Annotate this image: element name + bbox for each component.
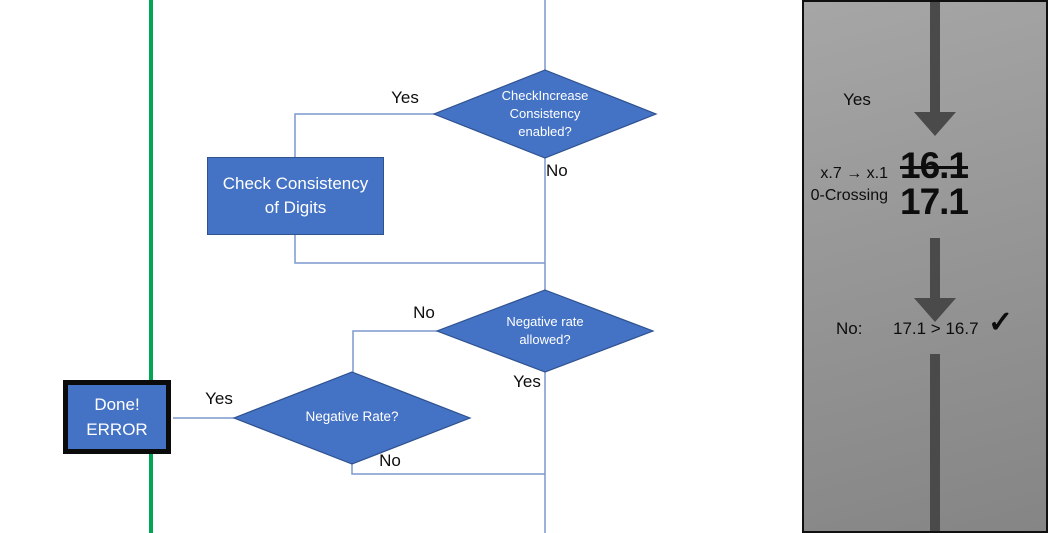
diamond-text-line: Negative rate (506, 314, 584, 329)
edge-label-yes-mid: Yes (513, 372, 541, 391)
check-increase-diamond (432, 69, 658, 159)
new-value: 17.1 (900, 181, 969, 222)
connector-no-return (351, 464, 545, 475)
old-value-strikethrough: 16.1 (900, 145, 969, 186)
negative-rate-allowed-diamond (435, 289, 655, 373)
connector-no-branch (352, 330, 437, 372)
diamond-text-line: Negative Rate? (305, 409, 399, 424)
connector-box-return (294, 235, 545, 264)
box-text-line: ERROR (86, 420, 148, 439)
result-expression: 17.1 > 16.7 (893, 319, 979, 338)
edge-label-yes-top: Yes (391, 88, 419, 107)
check-consistency-box: Check Consistency of Digits (207, 157, 384, 235)
value-comparison: 16.1 17.1 (900, 145, 969, 222)
edge-label-no-top: No (546, 161, 568, 180)
arrow-down-icon (930, 354, 940, 531)
crossing-annotation: x.7 → x.1 0-Crossing (804, 163, 888, 207)
connector-yes-branch (294, 113, 435, 157)
green-divider-line (149, 0, 153, 533)
side-annotation-panel: Yes x.7 → x.1 0-Crossing 16.1 17.1 No: 1… (802, 0, 1048, 533)
arrow-down-icon (930, 238, 940, 298)
diamond-text-line: allowed? (519, 332, 571, 347)
checkmark-icon: ✓ (988, 306, 1014, 339)
crossing-line: x.7 → x.1 (820, 165, 888, 182)
box-text-line: Check Consistency (222, 174, 369, 193)
crossing-line: 0-Crossing (810, 187, 888, 204)
diamond-text-line: CheckIncrease (501, 88, 589, 103)
edge-label-no-mid: No (413, 303, 435, 322)
diamond-text-line: enabled? (518, 124, 572, 139)
check-increase-diamond-text: CheckIncrease Consistency enabled? (455, 86, 635, 142)
box-text-line: Done! (94, 395, 140, 414)
done-error-box: Done! ERROR (63, 380, 171, 454)
negative-rate-diamond (232, 371, 472, 465)
box-text-line: of Digits (264, 198, 327, 217)
arrow-down-icon (930, 2, 940, 112)
edge-label-yes-left: Yes (205, 389, 233, 408)
edge-label-no-bottom: No (379, 451, 401, 470)
negative-rate-diamond-text: Negative Rate? (262, 406, 442, 428)
diamond-text-line: Consistency (509, 106, 581, 121)
arrow-down-head-icon (914, 112, 956, 136)
panel-yes-label: Yes (843, 90, 871, 109)
arrow-down-head-icon (914, 298, 956, 322)
negative-rate-allowed-diamond-text: Negative rate allowed? (455, 312, 635, 350)
result-no-label: No: (836, 319, 863, 338)
